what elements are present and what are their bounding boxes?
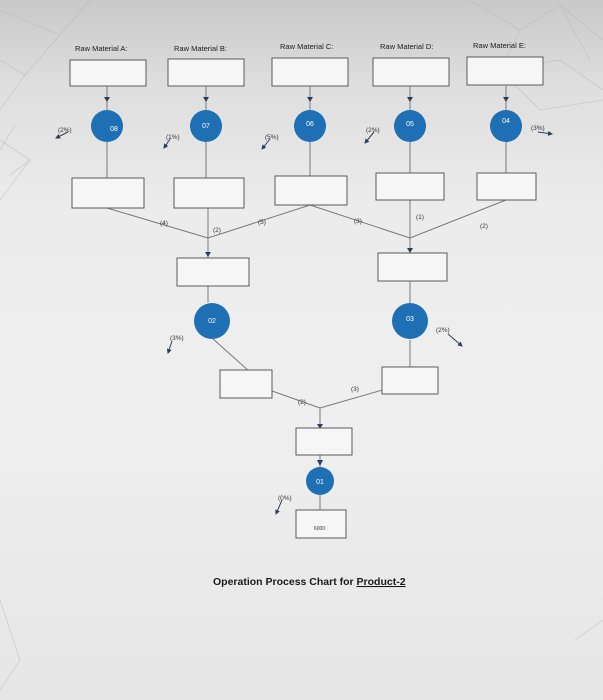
raw-material-labels: Raw Material A: Raw Material B: Raw Mate…: [75, 41, 526, 53]
ratio-right-final: (3): [351, 386, 359, 393]
flow-arrows: [104, 97, 509, 466]
output-quantity: 6000: [314, 526, 325, 532]
box-b-after-op: [173, 177, 245, 209]
raw-material-c-box: [271, 57, 349, 87]
raw-material-b-box: [167, 58, 245, 87]
box-right-assembly: [377, 252, 448, 282]
box-a-after-op: [71, 177, 145, 209]
scrap-o2: (3%): [170, 335, 184, 342]
ratio-left-final: (2): [298, 399, 306, 406]
raw-material-e-label: Raw Material E:: [473, 41, 526, 50]
operation-02: [194, 303, 230, 339]
box-output: [295, 509, 347, 539]
operation-05: [394, 110, 426, 142]
raw-material-a-box: [69, 59, 147, 87]
box-e-after-op: [476, 172, 537, 201]
operation-04-number: 04: [502, 118, 510, 125]
raw-material-d-box: [372, 57, 450, 87]
chart-title: Operation Process Chart for Product-2: [213, 576, 406, 588]
operation-05-number: 05: [406, 121, 414, 128]
operation-02-number: 02: [208, 318, 216, 325]
operation-07-number: 07: [202, 123, 210, 130]
scrap-e: (3%): [531, 125, 545, 132]
chart-title-prefix: Operation Process Chart for: [213, 576, 357, 588]
scrap-d: (2%): [366, 127, 380, 134]
raw-material-d-label: Raw Material D:: [380, 42, 433, 51]
operation-numbers: 08 07 06 05 04 02 03 01: [110, 118, 510, 486]
operation-01: [306, 467, 334, 495]
box-d-after-op: [375, 172, 445, 201]
ratio-c-left: (5): [258, 219, 266, 226]
box-c-after-op: [274, 175, 348, 206]
operation-08: [91, 110, 123, 142]
operation-04: [490, 110, 522, 142]
raw-material-boxes: [69, 56, 544, 87]
intermediate-boxes: [71, 172, 537, 539]
operation-03-number: 03: [406, 316, 414, 323]
scrap-a: (2%): [58, 127, 72, 134]
ratio-a: (4): [160, 220, 168, 227]
operation-07: [190, 110, 222, 142]
raw-material-c-label: Raw Material C:: [280, 42, 333, 51]
operation-08-number: 08: [110, 126, 118, 133]
operation-06-number: 06: [306, 121, 314, 128]
ratio-d: (1): [416, 214, 424, 221]
scrap-c: (5%): [265, 134, 279, 141]
scrap-o3: (2%): [436, 327, 450, 334]
box-left-assembly: [176, 257, 250, 287]
box-right-after-03: [381, 366, 439, 395]
ratio-b: (2): [213, 227, 221, 234]
operation-06: [294, 110, 326, 142]
scrap-b: (1%): [166, 134, 180, 141]
box-left-after-02: [219, 369, 273, 399]
raw-material-b-label: Raw Material B:: [174, 44, 227, 53]
raw-material-a-label: Raw Material A:: [75, 44, 128, 53]
ratio-labels: (4) (2) (5) (3) (1) (2) (2) (3): [160, 214, 488, 406]
operation-01-number: 01: [316, 479, 324, 486]
operation-03: [392, 303, 428, 339]
scrap-arrows: [55, 130, 553, 515]
product-link[interactable]: Product-2: [357, 576, 406, 588]
box-final-assembly: [295, 427, 353, 456]
scrap-o1: (0%): [278, 495, 292, 502]
ratio-c-right: (3): [354, 218, 362, 225]
scrap-labels: (2%) (1%) (5%) (2%) (3%) (3%) (2%) (0%): [58, 125, 545, 502]
operation-circles: [91, 110, 522, 495]
raw-material-e-box: [466, 56, 544, 86]
ratio-e: (2): [480, 223, 488, 230]
